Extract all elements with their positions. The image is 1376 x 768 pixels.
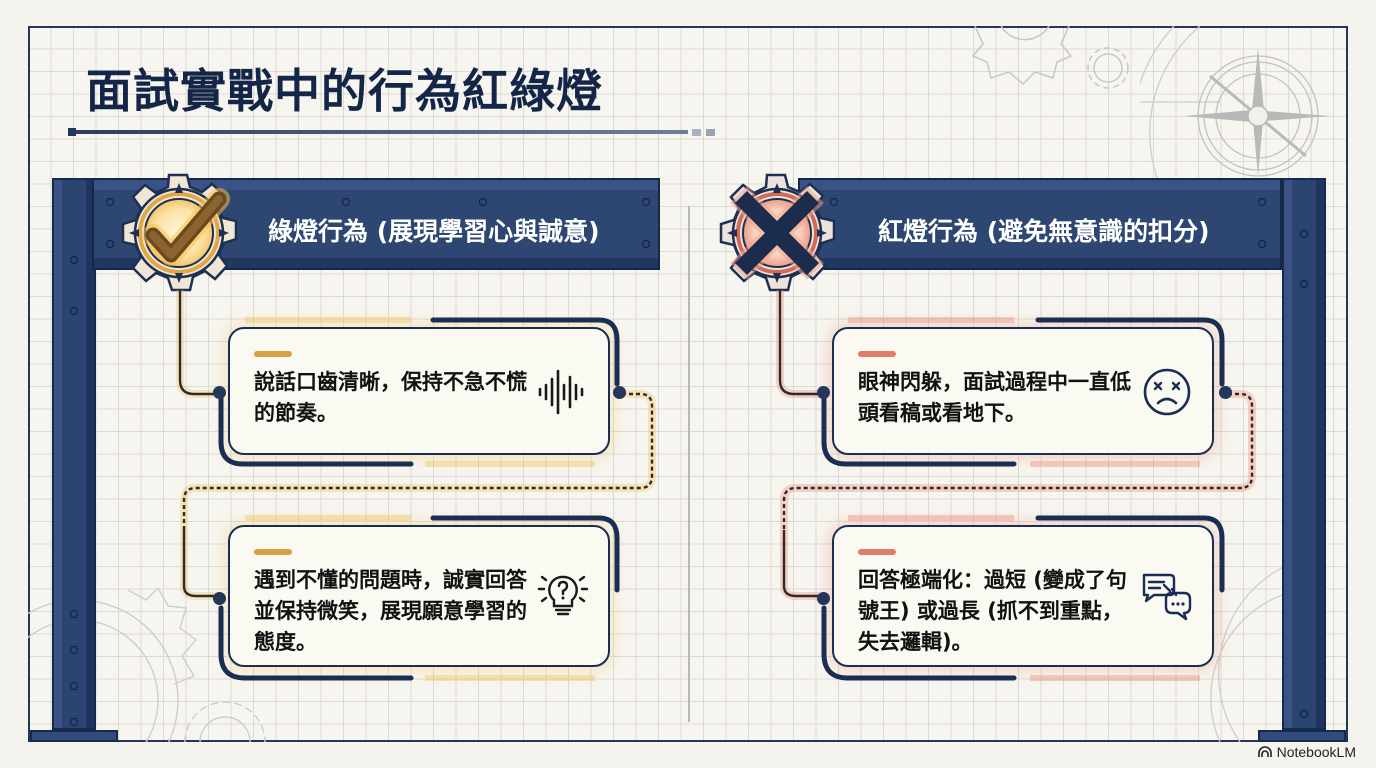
- rivet: [106, 240, 114, 248]
- connector-node: [213, 386, 226, 399]
- connector-node: [613, 386, 626, 399]
- x-mark-gear-icon: [719, 173, 836, 292]
- red-item-card: 回答極端化：過短 (變成了句號王) 或過長 (抓不到重點，失去邏輯)。: [832, 525, 1214, 667]
- card-accent-bar: [254, 351, 292, 357]
- connector-node: [213, 592, 226, 605]
- left-steel-post: [52, 178, 96, 730]
- notebooklm-logo-icon: [1257, 746, 1272, 757]
- rivet: [70, 307, 78, 315]
- dizzy-sad-face-icon: [1143, 368, 1191, 416]
- rivet: [342, 198, 350, 206]
- notebooklm-watermark: NotebookLM: [1257, 744, 1356, 760]
- page-title: 面試實戰中的行為紅綠燈: [86, 64, 603, 118]
- left-post-base: [30, 730, 118, 742]
- rivet: [1258, 240, 1266, 248]
- green-item-text: 說話口齒清晰，保持不急不慌的節奏。: [254, 370, 527, 425]
- connector-node: [817, 592, 830, 605]
- rivet: [70, 682, 78, 690]
- right-steel-post: [1282, 178, 1326, 730]
- connector-node: [1219, 386, 1232, 399]
- right-post-base: [1258, 730, 1346, 742]
- card-accent-bar: [858, 549, 896, 555]
- red-item-text: 眼神閃躲，面試過程中一直低頭看稿或看地下。: [858, 370, 1131, 425]
- rivet: [70, 718, 78, 726]
- sound-wave-icon: [538, 369, 584, 415]
- rivet: [70, 610, 78, 618]
- rivet: [642, 240, 650, 248]
- red-header-beam: 紅燈行為 (避免無意識的扣分): [798, 178, 1282, 270]
- title-underline-dot: [692, 129, 701, 136]
- card-accent-bar: [254, 549, 292, 555]
- rivet: [70, 256, 78, 264]
- rivet: [70, 646, 78, 654]
- card-accent-bar: [858, 351, 896, 357]
- title-underline-dot: [706, 129, 715, 136]
- rivet: [479, 198, 487, 206]
- lightbulb-question-icon: [537, 575, 589, 616]
- connector-node: [817, 386, 830, 399]
- rivet: [830, 198, 838, 206]
- title-underline: [68, 130, 688, 134]
- rivet: [1300, 280, 1308, 288]
- checkmark-gear-icon: [121, 173, 238, 292]
- red-panel-heading: 紅燈行為 (避免無意識的扣分): [878, 217, 1210, 246]
- green-item-card: 說話口齒清晰，保持不急不慌的節奏。: [228, 327, 610, 455]
- rivet: [1258, 198, 1266, 206]
- green-panel-heading: 綠燈行為 (展現學習心與誠意): [268, 217, 600, 246]
- broken-chat-bubbles-icon: [1142, 573, 1192, 621]
- rivet: [106, 198, 114, 206]
- center-divider: [688, 206, 690, 722]
- red-item-text: 回答極端化：過短 (變成了句號王) 或過長 (抓不到重點，失去邏輯)。: [858, 568, 1127, 654]
- red-item-card: 眼神閃躲，面試過程中一直低頭看稿或看地下。: [832, 327, 1214, 455]
- green-item-card: 遇到不懂的問題時，誠實回答並保持微笑，展現願意學習的態度。: [228, 525, 610, 667]
- green-item-text: 遇到不懂的問題時，誠實回答並保持微笑，展現願意學習的態度。: [254, 568, 527, 654]
- rivet: [1300, 710, 1308, 718]
- watermark-label: NotebookLM: [1276, 744, 1356, 760]
- rivet: [1300, 230, 1308, 238]
- rivet: [642, 198, 650, 206]
- title-underline-cap: [68, 128, 76, 136]
